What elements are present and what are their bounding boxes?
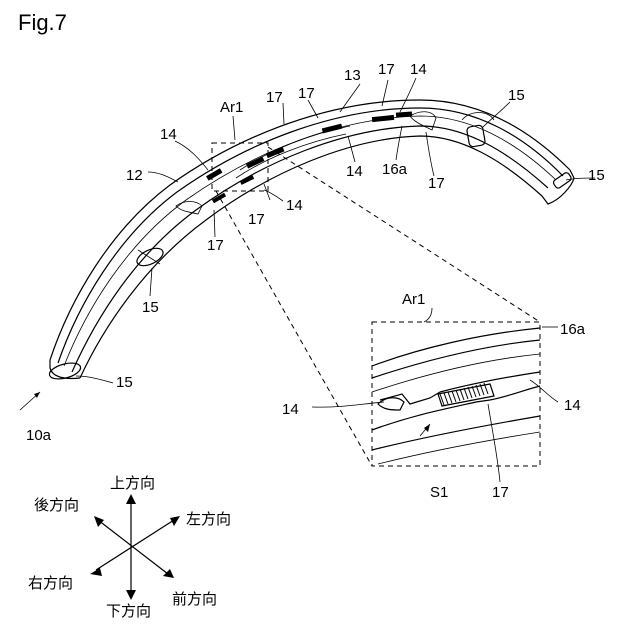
label-16a: 16a <box>382 161 408 178</box>
label-17-c: 17 <box>378 61 395 78</box>
label-14-b: 14 <box>410 61 427 78</box>
zoom-line-bottom <box>216 191 372 466</box>
label-17-b: 17 <box>298 85 315 102</box>
reference-labels: 12 10a Ar1 13 14 14 14 14 15 15 15 15 16… <box>26 61 605 444</box>
inset-label-16a: 16a <box>560 321 586 338</box>
label-15-d: 15 <box>116 374 133 391</box>
label-14-c: 14 <box>346 163 363 180</box>
label-15-a: 15 <box>508 87 525 104</box>
inset-label-17: 17 <box>492 484 509 501</box>
label-13: 13 <box>344 67 361 84</box>
inset-label-s1: S1 <box>430 484 448 501</box>
label-15-c: 15 <box>142 299 159 316</box>
label-ar1: Ar1 <box>220 99 243 116</box>
dir-left: 左方向 <box>186 510 231 528</box>
label-17-e: 17 <box>248 211 265 228</box>
label-10a: 10a <box>26 427 52 444</box>
dir-right: 右方向 <box>28 574 73 592</box>
label-14-d: 14 <box>286 197 303 214</box>
inset-label-ar1: Ar1 <box>402 291 425 308</box>
label-12: 12 <box>126 167 143 184</box>
label-17-d: 17 <box>428 175 445 192</box>
inset-label-14-left: 14 <box>282 401 299 418</box>
spring-hatch <box>438 383 494 406</box>
dir-up: 上方向 <box>110 474 155 492</box>
direction-compass: 上方向 下方向 後方向 前方向 左方向 右方向 <box>28 474 231 620</box>
label-15-b: 15 <box>588 167 605 184</box>
dir-down: 下方向 <box>106 602 151 620</box>
inset-label-14-right: 14 <box>564 397 581 414</box>
label-17-a: 17 <box>266 89 283 106</box>
dir-back: 後方向 <box>34 496 79 514</box>
headband-body <box>48 100 574 382</box>
dir-front: 前方向 <box>172 590 217 608</box>
figure-title: Fig.7 <box>18 10 67 35</box>
label-14-a: 14 <box>160 126 177 143</box>
inset-view <box>372 322 540 466</box>
label-17-f: 17 <box>207 237 224 254</box>
